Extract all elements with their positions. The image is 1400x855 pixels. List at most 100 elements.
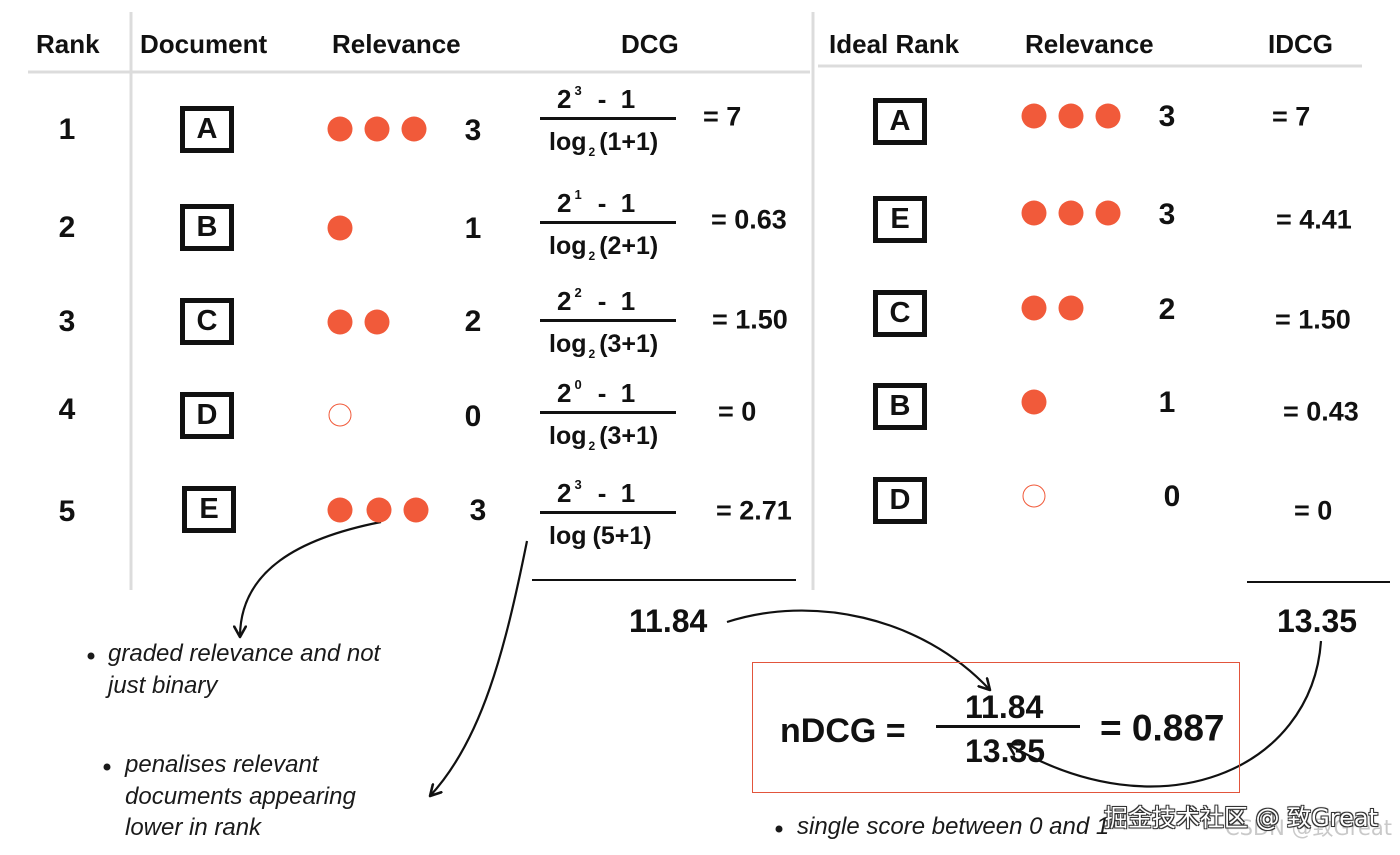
log-base: 2 <box>588 145 596 159</box>
numerator-tail: - 1 <box>597 378 636 408</box>
dcg-term-value: = 2.71 <box>716 495 792 526</box>
relevance-dot <box>327 215 353 241</box>
document-box: E <box>182 486 236 533</box>
arrow-penalty-note <box>430 540 529 796</box>
log-label: log <box>549 128 587 156</box>
document-box: A <box>180 106 234 153</box>
header-relevance: Relevance <box>332 29 461 59</box>
document-box: C <box>873 290 927 337</box>
idcg-term-value: = 0 <box>1294 495 1333 526</box>
dcg-term-value: = 0.63 <box>711 204 787 235</box>
note-bullet <box>775 825 783 833</box>
relevance-dot <box>1058 295 1084 321</box>
note-bullet <box>87 652 95 660</box>
exponent: 2 <box>574 285 582 300</box>
ndcg-fraction-bar <box>936 725 1080 728</box>
relevance-dot <box>1021 103 1047 129</box>
formula-denominator: log(5+1) <box>549 524 652 553</box>
relevance-dot <box>1058 200 1084 226</box>
dcg-total: 11.84 <box>629 603 708 639</box>
note-penalises-line-2: documents appearing <box>125 783 356 810</box>
log-label: log <box>549 422 587 450</box>
fraction-bar <box>540 221 676 224</box>
rank-number: 2 <box>58 211 76 244</box>
numerator-tail: - 1 <box>597 84 636 114</box>
relevance-dot <box>364 309 390 335</box>
rank-number: 3 <box>58 305 76 338</box>
exponent: 3 <box>574 477 582 492</box>
rank-number: 5 <box>58 495 76 528</box>
fraction-bar <box>540 117 676 120</box>
note-graded-line-1: graded relevance and not <box>108 640 381 667</box>
idcg-total: 13.35 <box>1277 603 1358 639</box>
relevance-dot <box>401 116 427 142</box>
rank-number: 4 <box>58 393 76 426</box>
numerator-tail: - 1 <box>597 286 636 316</box>
document-box: D <box>873 477 927 524</box>
document-box: B <box>180 204 234 251</box>
fraction-bar <box>540 411 676 414</box>
document-box: A <box>873 98 927 145</box>
relevance-value: 3 <box>469 494 487 527</box>
note-graded-line-2: just binary <box>108 672 218 699</box>
relevance-dot <box>327 116 353 142</box>
document-box: D <box>180 392 234 439</box>
ndcg-denominator: 13.35 <box>965 733 1046 769</box>
ndcg-value: = 0.887 <box>1100 707 1225 749</box>
numerator-tail: - 1 <box>597 478 636 508</box>
log-argument: (5+1) <box>592 522 652 550</box>
relevance-dot <box>1095 200 1121 226</box>
relevance-dot <box>1021 200 1047 226</box>
fraction-bar <box>540 319 676 322</box>
fraction-bar <box>540 511 676 514</box>
note-penalises-line-3: lower in rank <box>125 814 262 841</box>
exponent: 3 <box>574 83 582 98</box>
note-bullet <box>103 763 111 771</box>
relevance-value: 1 <box>464 212 482 245</box>
relevance-value: 0 <box>464 400 482 433</box>
log-argument: (1+1) <box>599 128 659 156</box>
dcg-term-value: = 7 <box>703 101 742 132</box>
note-penalises-line-1: penalises relevant <box>125 751 319 778</box>
watermark-juejin: 掘金技术社区 @ 致Great <box>1103 804 1378 832</box>
relevance-dot <box>327 309 353 335</box>
arrow-dcg-to-ndcg <box>726 609 990 690</box>
log-label: log <box>549 330 587 358</box>
document-box: C <box>180 298 234 345</box>
log-base: 2 <box>588 347 596 361</box>
ndcg-label: nDCG = <box>780 712 906 750</box>
log-argument: (2+1) <box>599 232 659 260</box>
relevance-dot <box>1021 295 1047 321</box>
log-label: log <box>549 522 587 550</box>
relevance-value: 3 <box>1158 100 1176 133</box>
header-ideal-rank: Ideal Rank <box>829 29 960 59</box>
log-base: 2 <box>588 249 596 263</box>
exponent-base: 2 <box>557 286 572 316</box>
header-dcg: DCG <box>621 29 679 59</box>
relevance-dot <box>364 116 390 142</box>
log-argument: (3+1) <box>599 330 659 358</box>
relevance-dot-empty <box>1022 484 1046 508</box>
rank-number: 1 <box>58 113 76 146</box>
document-box: E <box>873 196 927 243</box>
numerator-tail: - 1 <box>597 188 636 218</box>
header-document: Document <box>140 29 268 59</box>
idcg-term-value: = 7 <box>1272 101 1311 132</box>
header-idcg: IDCG <box>1268 29 1333 59</box>
exponent-base: 2 <box>557 188 572 218</box>
header-ideal-relevance: Relevance <box>1025 29 1154 59</box>
dcg-term-value: = 1.50 <box>712 304 788 335</box>
relevance-value: 0 <box>1163 480 1181 513</box>
